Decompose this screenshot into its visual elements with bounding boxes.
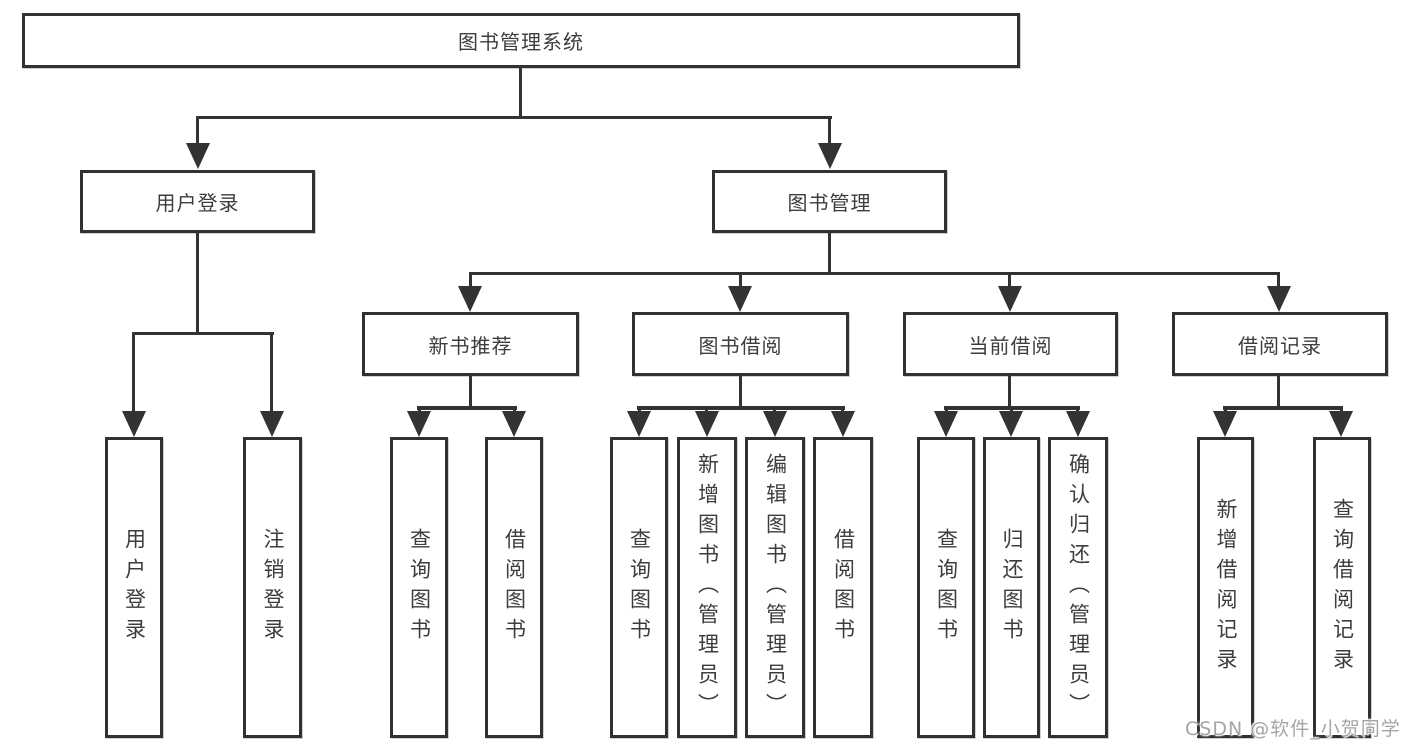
arrowhead-to-leaf — [831, 411, 855, 437]
arrowhead-to-book-mgmt — [818, 143, 842, 169]
node-label: 图书管理 — [787, 191, 872, 215]
node-user-login: 用户登录 — [80, 170, 315, 233]
node-confirm-return-admin: 确认归还（管理员） — [1048, 437, 1108, 738]
arrowhead-to-logout-leaf — [260, 411, 284, 437]
node-borrow-books-recommend: 借阅图书 — [485, 437, 543, 738]
arrowhead-to-leaf — [934, 411, 958, 437]
node-return-book: 归还图书 — [983, 437, 1040, 738]
node-library-management-system: 图书管理系统 — [22, 13, 1020, 68]
node-label: 当前借阅 — [968, 333, 1053, 358]
node-label: 查询图书 — [627, 527, 652, 648]
connector-records-stem — [1277, 274, 1280, 288]
node-label: 新增借阅记录 — [1214, 497, 1238, 678]
arrowhead-to-leaf — [1329, 411, 1353, 437]
connector-recommend-trunk — [469, 375, 472, 408]
node-book-management: 图书管理 — [712, 170, 947, 233]
arrowhead-to-leaf — [627, 411, 651, 437]
connector-recommend-bar — [417, 406, 517, 410]
node-query-books-current: 查询图书 — [917, 437, 975, 738]
connector-records-bar — [1223, 406, 1343, 410]
node-label: 借阅图书 — [831, 527, 856, 648]
node-edit-book-admin: 编辑图书（管理员） — [745, 437, 805, 738]
connector-leaf-stem — [1224, 407, 1227, 414]
connector-leaf-stem — [1010, 407, 1013, 414]
connector-user-login-trunk — [196, 232, 199, 334]
arrowhead-to-current — [998, 286, 1022, 312]
node-label: 用户登录 — [122, 527, 147, 648]
node-logout-leaf: 注销登录 — [243, 437, 302, 738]
connector-leaf-stem — [418, 407, 421, 414]
node-query-borrow-record: 查询借阅记录 — [1313, 437, 1371, 738]
arrowhead-to-borrowing — [728, 286, 752, 312]
connector-borrowing-trunk — [739, 375, 742, 408]
node-label: 图书管理系统 — [458, 30, 584, 54]
csdn-watermark: CSDN @软件_小贺同学 — [1185, 718, 1401, 740]
arrowhead-to-leaf — [1213, 411, 1237, 437]
node-query-books-recommend: 查询图书 — [390, 437, 448, 738]
node-label: 查询图书 — [407, 527, 432, 648]
connector-user-login-bar — [132, 332, 274, 335]
connector-borrowing-bar — [637, 406, 845, 410]
node-label: 图书借阅 — [698, 333, 783, 358]
connector-leaf-stem — [705, 407, 708, 414]
connector-user-login-stem — [196, 118, 199, 146]
node-label: 确认归还（管理员） — [1066, 452, 1091, 723]
node-label: 注销登录 — [261, 527, 285, 648]
node-book-borrowing: 图书借阅 — [632, 312, 849, 376]
arrowhead-to-leaf — [695, 411, 719, 437]
node-query-books-borrowing: 查询图书 — [610, 437, 668, 738]
arrowhead-to-leaf — [407, 411, 431, 437]
node-label: 查询借阅记录 — [1330, 497, 1355, 678]
connector-root-stem — [519, 66, 522, 118]
connector-leaf-stem — [773, 407, 776, 414]
arrowhead-to-recommend — [458, 286, 482, 312]
connector-book-mgmt-stem — [828, 118, 831, 146]
arrowhead-to-leaf — [999, 411, 1023, 437]
connector-records-trunk — [1277, 375, 1280, 408]
connector-leaf-stem — [841, 407, 844, 414]
connector-current-trunk — [1008, 375, 1011, 408]
connector-leaf-stem — [945, 407, 948, 414]
node-label: 借阅图书 — [502, 527, 527, 648]
node-new-book-recommendation: 新书推荐 — [362, 312, 579, 376]
connector-current-stem — [1008, 274, 1011, 288]
connector-book-mgmt-trunk — [828, 232, 831, 273]
node-label: 编辑图书（管理员） — [763, 452, 788, 723]
node-label: 查询图书 — [934, 527, 959, 648]
node-add-borrow-record: 新增借阅记录 — [1197, 437, 1254, 738]
connector-level3-bar — [469, 272, 1280, 275]
connector-leaf-stem — [638, 407, 641, 414]
arrowhead-to-leaf — [502, 411, 526, 437]
node-add-book-admin: 新增图书（管理员） — [677, 437, 737, 738]
node-borrowing-records: 借阅记录 — [1172, 312, 1388, 376]
arrowhead-to-records — [1267, 286, 1291, 312]
node-label: 用户登录 — [155, 191, 240, 215]
node-current-borrowing: 当前借阅 — [903, 312, 1118, 376]
node-borrow-books-borrowing: 借阅图书 — [813, 437, 873, 738]
connector-leaf-stem — [513, 407, 516, 414]
connector-leaf-stem — [1340, 407, 1343, 414]
connector-logout-leaf-stem — [270, 334, 273, 411]
node-label: 借阅记录 — [1238, 333, 1322, 358]
arrowhead-to-login-leaf — [122, 411, 146, 437]
connector-borrowing-stem — [739, 274, 742, 288]
node-label: 新增图书（管理员） — [695, 452, 720, 723]
node-user-login-leaf: 用户登录 — [105, 437, 163, 738]
connector-leaf-stem — [1076, 407, 1079, 414]
node-label: 归还图书 — [1000, 527, 1024, 648]
arrowhead-to-user-login — [186, 143, 210, 169]
connector-level1-bar — [196, 116, 832, 119]
connector-login-leaf-stem — [132, 334, 135, 411]
node-label: 新书推荐 — [428, 333, 513, 358]
connector-recommend-stem — [469, 274, 472, 288]
arrowhead-to-leaf — [1066, 411, 1090, 437]
arrowhead-to-leaf — [763, 411, 787, 437]
